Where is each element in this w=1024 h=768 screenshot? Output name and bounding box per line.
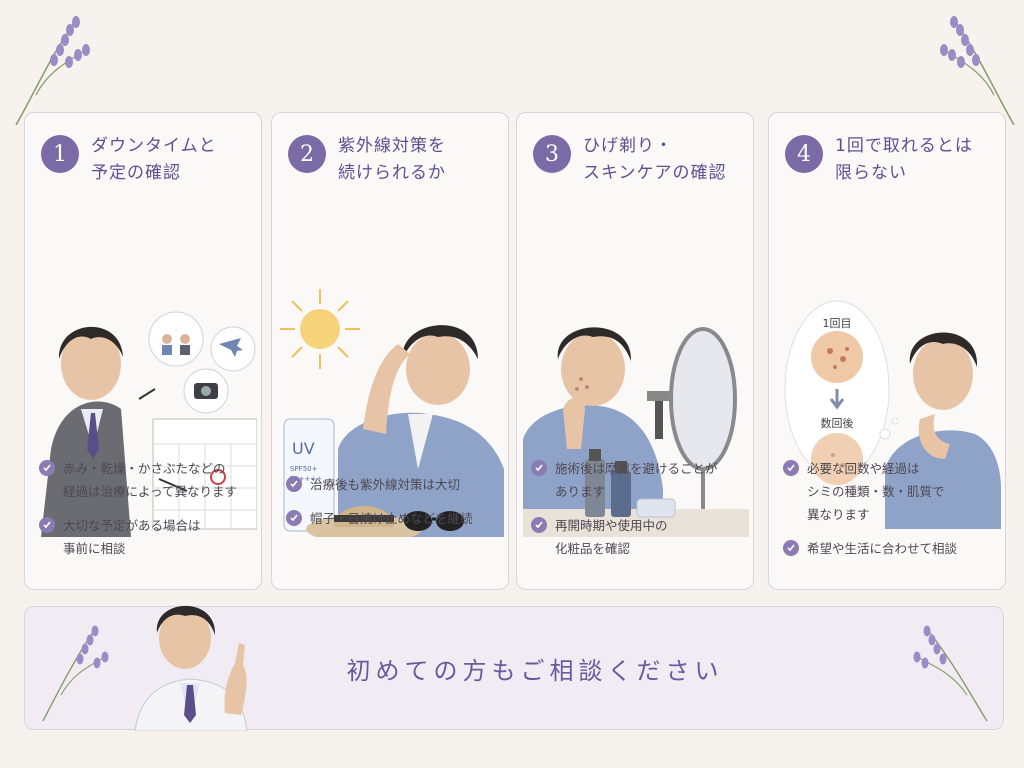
businessman-calendar-illustration	[31, 209, 257, 537]
card-header: 1 ダウンタイムと 予定の確認	[41, 135, 253, 187]
man-mirror-razor-illustration	[523, 209, 749, 537]
card-header: 2 紫外線対策を 続けられるか	[288, 135, 500, 187]
check-icon	[783, 460, 799, 476]
man-sun-uv-illustration: UV SPF50+ PA++++	[278, 209, 504, 537]
card-shaving: 3 ひげ剃り・ スキンケアの確認 施術後は摩擦	[516, 112, 754, 590]
lavender-icon	[913, 625, 988, 722]
check-icon	[286, 510, 302, 526]
lavender-icon	[42, 625, 109, 722]
card-title: 1回で取れるとは 限らない	[835, 136, 973, 183]
lavender-icon	[15, 16, 90, 126]
pa-label: PA++++	[290, 475, 322, 483]
point-list: 施術後は摩擦を避けることが あります 再開時期や使用中の 化粧品を確認	[531, 457, 747, 571]
card-multiple-sessions: 4 1回で取れるとは 限らない 1回目 数回後 必要な回数や経過は シミの種類・…	[768, 112, 1006, 590]
point-list: 必要な回数や経過は シミの種類・数・肌質で 異なります 希望や生活に合わせて相談	[783, 457, 999, 571]
card-title: ひげ剃り・ スキンケアの確認	[583, 136, 727, 183]
list-item: 希望や生活に合わせて相談	[783, 537, 999, 560]
consultation-message: 初めての方もご相談ください	[346, 657, 724, 685]
check-icon	[531, 517, 547, 533]
card-header: 3 ひげ剃り・ スキンケアの確認	[533, 135, 745, 187]
card-uv: 2 紫外線対策を 続けられるか UV SPF50+ PA++++	[271, 112, 509, 590]
step-number: 3	[533, 135, 571, 173]
sun-icon	[280, 289, 360, 369]
card-title: 紫外線対策を 続けられるか	[338, 136, 446, 183]
step-number: 4	[785, 135, 823, 173]
check-icon	[286, 476, 302, 492]
check-icon	[39, 460, 55, 476]
list-item: 必要な回数や経過は シミの種類・数・肌質で 異なります	[783, 457, 999, 526]
check-icon	[531, 460, 547, 476]
uv-label: UV	[292, 439, 315, 458]
list-item: 施術後は摩擦を避けることが あります	[531, 457, 747, 503]
card-header: 4 1回で取れるとは 限らない	[785, 135, 997, 187]
card-downtime: 1 ダウンタイムと 予定の確認	[24, 112, 262, 590]
first-session-label: 1回目	[823, 317, 852, 330]
list-item: 大切な予定がある場合は 事前に相談	[39, 514, 255, 560]
list-item: 帽子・日焼け止めなどを継続	[286, 507, 502, 530]
check-icon	[783, 540, 799, 556]
lavender-icon	[940, 16, 1015, 126]
point-list: 治療後も紫外線対策は大切 帽子・日焼け止めなどを継続	[286, 473, 502, 541]
doctor-pointing-illustration	[134, 605, 248, 731]
man-thinking-illustration: 1回目 数回後	[775, 209, 1001, 537]
spf-label: SPF50+	[290, 465, 318, 473]
step-number: 2	[288, 135, 326, 173]
check-icon	[39, 517, 55, 533]
card-title: ダウンタイムと 予定の確認	[91, 136, 217, 183]
list-item: 治療後も紫外線対策は大切	[286, 473, 502, 496]
list-item: 再開時期や使用中の 化粧品を確認	[531, 514, 747, 560]
list-item: 赤み・乾燥・かさぶたなどの 経過は治療によって異なります	[39, 457, 255, 503]
consultation-banner: 初めての方もご相談ください	[24, 605, 1004, 731]
point-list: 赤み・乾燥・かさぶたなどの 経過は治療によって異なります 大切な予定がある場合は…	[39, 457, 255, 571]
step-number: 1	[41, 135, 79, 173]
after-sessions-label: 数回後	[821, 416, 854, 430]
